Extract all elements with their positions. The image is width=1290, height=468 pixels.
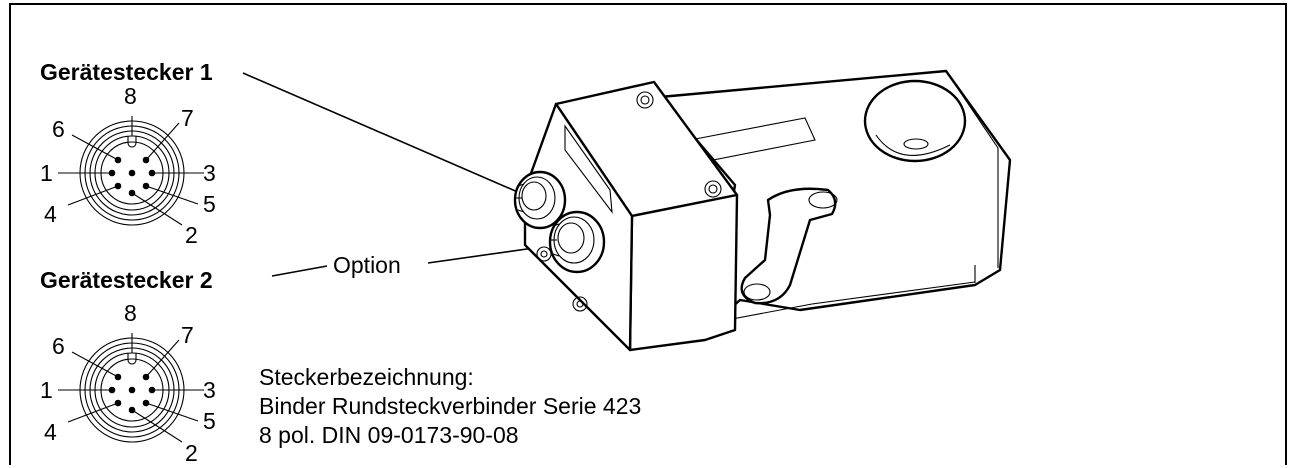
connector-1-pin-8: 8 <box>124 83 137 109</box>
spec-line-1: Steckerbezeichnung: <box>259 364 474 390</box>
connector-1-pin-1: 1 <box>40 160 53 186</box>
connector-1-title: Gerätestecker 1 <box>40 59 213 85</box>
top-hole <box>863 79 967 163</box>
connector-2-pin-5: 5 <box>203 408 216 434</box>
drawing-frame <box>9 3 1287 465</box>
leader-line-option-left <box>271 265 328 277</box>
connector-1-plug <box>513 170 567 230</box>
connector-2-title: Gerätestecker 2 <box>40 267 213 293</box>
connector-1-pin-6: 6 <box>52 116 65 142</box>
spec-line-3: 8 pol. DIN 09-0173-90-08 <box>259 422 519 448</box>
connector-2-pin-6: 6 <box>52 333 65 359</box>
cube-side <box>628 193 739 352</box>
connector-2-pin-2: 2 <box>185 440 198 466</box>
connector-1-pinout <box>58 116 204 226</box>
connector-2-pin-7: 7 <box>181 322 194 348</box>
option-label: Option <box>333 252 401 278</box>
device-drawing <box>513 69 1012 352</box>
connector-1-pin-7: 7 <box>181 105 194 131</box>
connector-1-pin-2: 2 <box>185 222 198 248</box>
spec-line-2: Binder Rundsteckverbinder Serie 423 <box>259 393 641 419</box>
connector-1-pin-5: 5 <box>203 191 216 217</box>
connector-1-pin-4: 4 <box>44 201 57 227</box>
side-lever <box>740 187 837 305</box>
leader-line-connector-1 <box>242 72 521 194</box>
connector-1-pin-3: 3 <box>203 160 216 186</box>
connector-2-pin-1: 1 <box>40 377 53 403</box>
connector-2-pin-4: 4 <box>44 419 57 445</box>
connector-2-plug <box>548 210 606 274</box>
connector-2-pinout <box>58 333 204 443</box>
connector-2-pin-3: 3 <box>203 377 216 403</box>
connector-2-pin-8: 8 <box>124 300 137 326</box>
